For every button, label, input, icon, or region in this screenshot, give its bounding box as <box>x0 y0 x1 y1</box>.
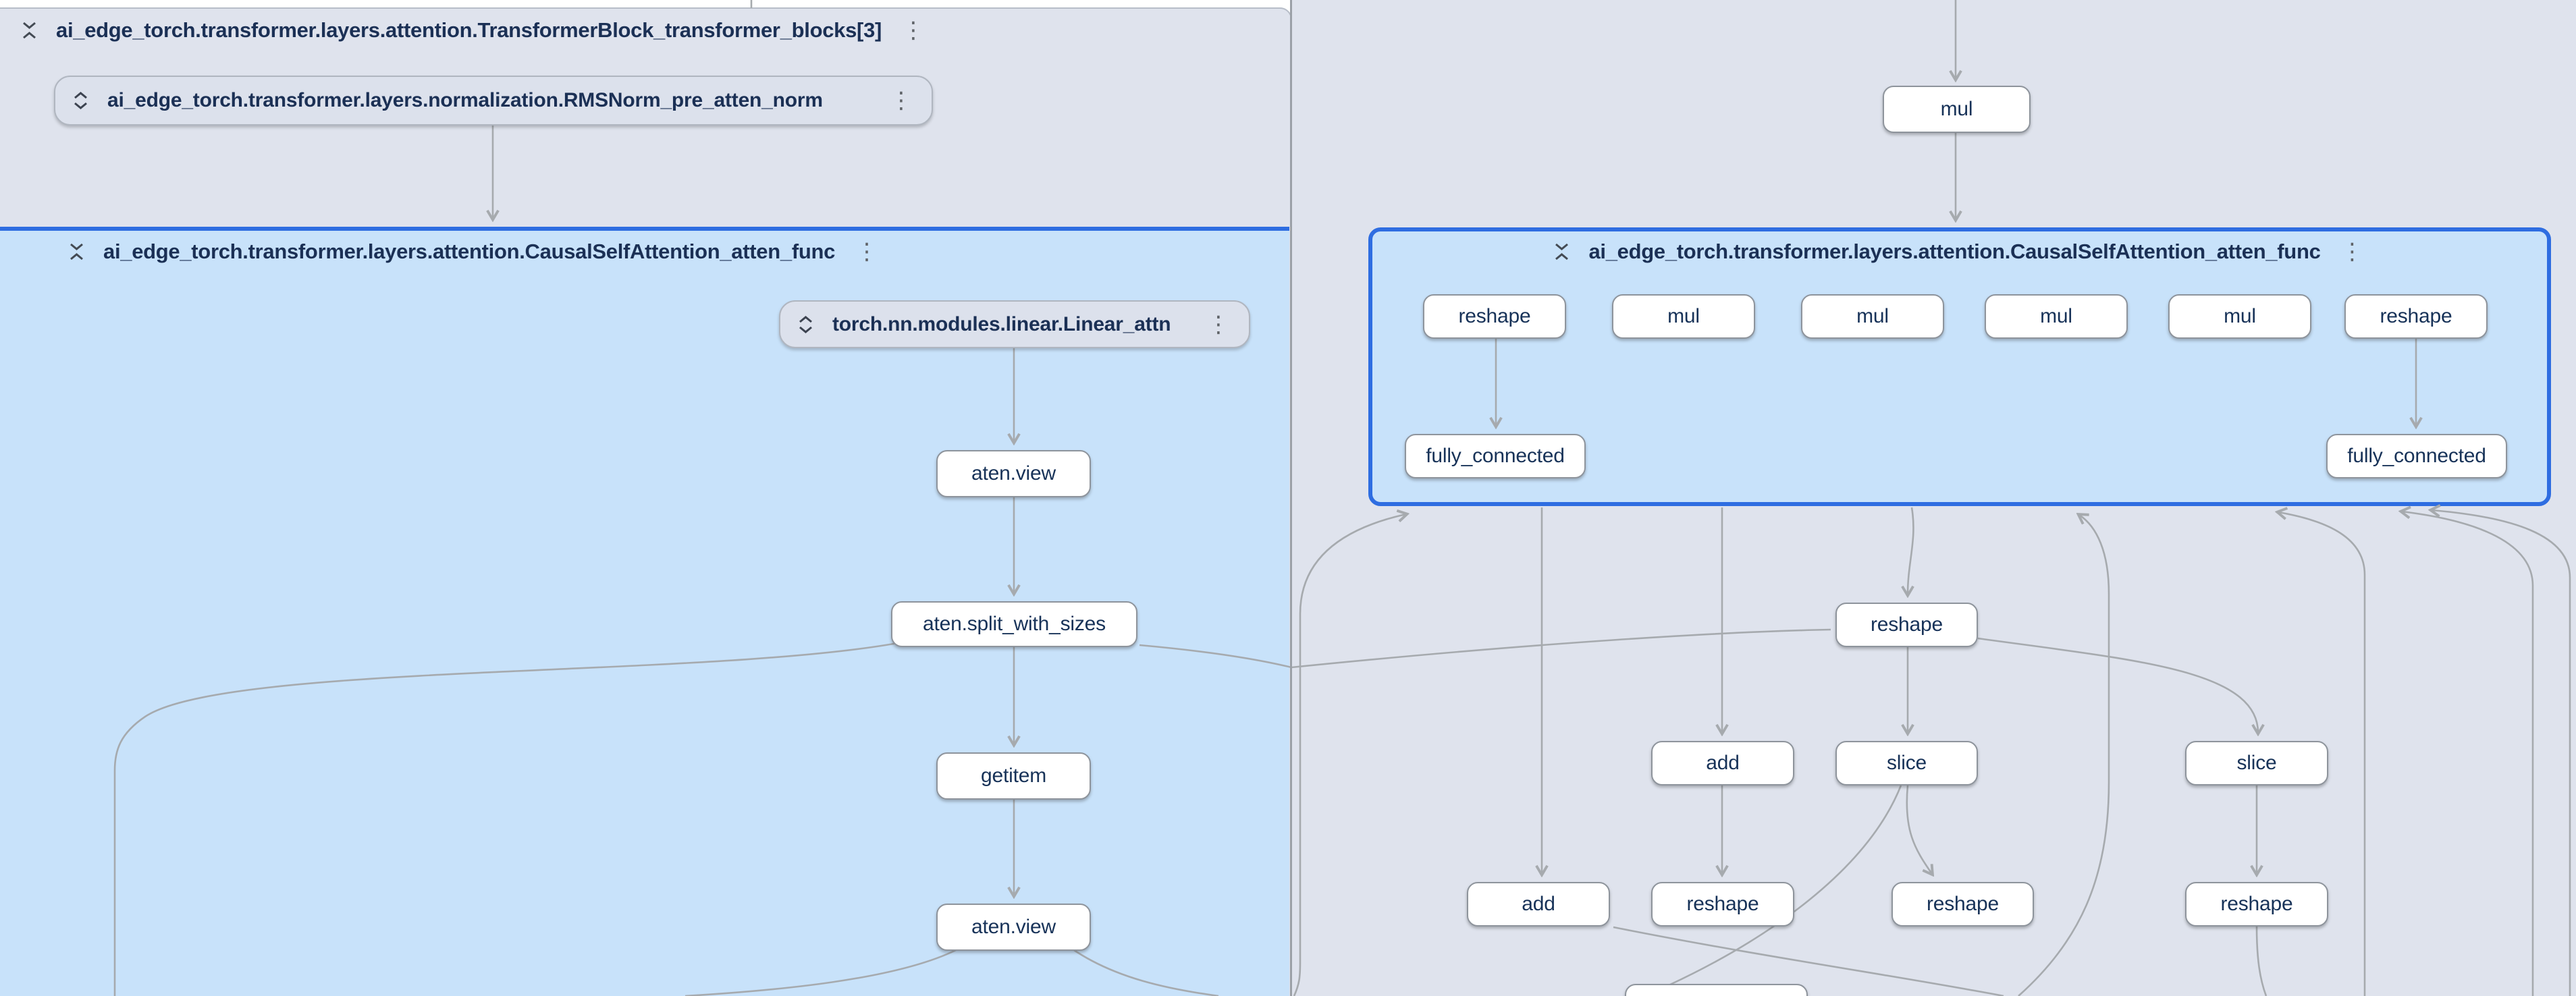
op-node[interactable]: reshape <box>2344 294 2488 339</box>
node-label: slice <box>2236 752 2276 775</box>
unfold-less-icon[interactable] <box>20 20 38 41</box>
kebab-menu-icon[interactable]: ⋮ <box>887 89 915 112</box>
attention-group-right-header[interactable]: ai_edge_torch.transformer.layers.attenti… <box>1368 236 2551 267</box>
node-label: reshape <box>1458 305 1530 328</box>
node-label: reshape <box>1927 893 1999 916</box>
layer-node-collapsed[interactable]: ai_edge_torch.transformer.layers.normali… <box>54 76 933 126</box>
unfold-less-icon[interactable] <box>68 241 86 262</box>
node-label: aten.view <box>971 916 1056 939</box>
node-label: fully_connected <box>1426 445 1564 468</box>
node-label: reshape <box>1871 613 1943 636</box>
op-node[interactable]: getitem <box>936 752 1091 800</box>
node-label: mul <box>2040 305 2072 328</box>
group-title: ai_edge_torch.transformer.layers.attenti… <box>103 240 835 264</box>
node-label: aten.split_with_sizes <box>923 613 1106 636</box>
op-node[interactable]: aten.view <box>936 904 1091 951</box>
node-label: ai_edge_torch.transformer.layers.normali… <box>107 89 823 112</box>
op-node[interactable]: add <box>1467 882 1610 926</box>
unfold-less-icon[interactable] <box>1553 241 1571 262</box>
op-node[interactable]: reshape <box>1423 294 1566 339</box>
kebab-menu-icon[interactable]: ⋮ <box>2338 240 2367 263</box>
transformer-block-group-header[interactable]: ai_edge_torch.transformer.layers.attenti… <box>20 15 928 46</box>
op-node[interactable]: reshape <box>1835 603 1978 647</box>
node-label: mul <box>1856 305 1889 328</box>
op-node[interactable]: mul <box>1612 294 1755 339</box>
op-node[interactable] <box>1625 984 1808 996</box>
kebab-menu-icon[interactable]: ⋮ <box>1204 313 1233 336</box>
node-label: add <box>1522 893 1555 916</box>
node-label: add <box>1706 752 1739 775</box>
op-node[interactable]: slice <box>2185 741 2328 785</box>
unfold-more-icon[interactable] <box>72 90 90 111</box>
op-node[interactable]: fully_connected <box>1405 434 1586 478</box>
kebab-menu-icon[interactable]: ⋮ <box>899 19 928 42</box>
node-label: mul <box>1667 305 1700 328</box>
op-node[interactable]: mul <box>2168 294 2311 339</box>
op-node[interactable]: reshape <box>1891 882 2034 926</box>
unfold-more-icon[interactable] <box>797 314 815 335</box>
op-node[interactable]: reshape <box>1651 882 1794 926</box>
op-node[interactable]: reshape <box>2185 882 2328 926</box>
node-label: reshape <box>2380 305 2452 328</box>
node-label: slice <box>1887 752 1927 775</box>
node-label: mul <box>1941 98 1973 121</box>
group-title: ai_edge_torch.transformer.layers.attenti… <box>56 18 882 43</box>
node-label: getitem <box>981 765 1046 787</box>
pane-divider[interactable] <box>1290 0 1292 996</box>
node-label: reshape <box>1686 893 1759 916</box>
attention-group-left-header[interactable]: ai_edge_torch.transformer.layers.attenti… <box>68 236 881 267</box>
op-node[interactable]: mul <box>1883 86 2031 133</box>
node-label: fully_connected <box>2347 445 2486 468</box>
op-node[interactable]: add <box>1651 741 1794 785</box>
node-label: mul <box>2224 305 2256 328</box>
node-label: reshape <box>2220 893 2292 916</box>
node-label: torch.nn.modules.linear.Linear_attn <box>832 313 1171 336</box>
op-node[interactable]: mul <box>1801 294 1944 339</box>
op-node[interactable]: aten.split_with_sizes <box>891 601 1137 647</box>
layer-node-collapsed[interactable]: torch.nn.modules.linear.Linear_attn ⋮ <box>779 300 1250 348</box>
node-label: aten.view <box>971 462 1056 485</box>
op-node[interactable]: slice <box>1835 741 1978 785</box>
kebab-menu-icon[interactable]: ⋮ <box>853 240 881 263</box>
op-node[interactable]: aten.view <box>936 450 1091 497</box>
op-node[interactable]: fully_connected <box>2326 434 2507 478</box>
op-node[interactable]: mul <box>1985 294 2128 339</box>
group-title: ai_edge_torch.transformer.layers.attenti… <box>1588 240 2320 264</box>
